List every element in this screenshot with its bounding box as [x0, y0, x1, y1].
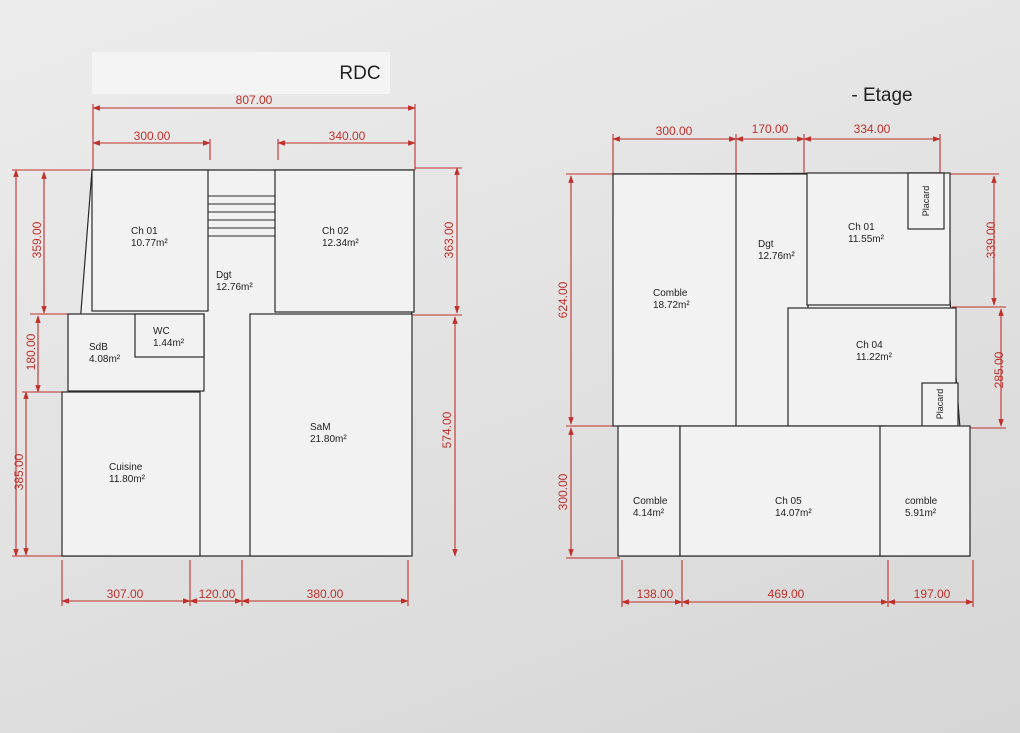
room-area: 14.07m²	[775, 508, 812, 519]
room-name: Dgt	[216, 270, 232, 281]
rdc-dim-bottom-2: 120.00	[199, 587, 236, 601]
etage-room-ch05	[679, 425, 885, 557]
room-area: 10.77m²	[131, 238, 168, 249]
rdc-room-wc	[134, 313, 205, 358]
room-area: 11.80m²	[109, 474, 146, 485]
rdc-room-labels: Ch 01 10.77m² Ch 02 12.34m² Dgt 12.76m² …	[89, 226, 359, 485]
etage-dim-bottom-3: 197.00	[914, 587, 951, 601]
etage-dim-bottom-2: 469.00	[768, 587, 805, 601]
room-area: 12.76m²	[216, 282, 253, 293]
etage-dim-left-2: 300.00	[556, 473, 570, 510]
etage-dim-right-2: 285.00	[992, 351, 1006, 388]
rdc-dim-right-2: 574.00	[440, 411, 454, 448]
rdc-dim-top-right: 340.00	[329, 129, 366, 143]
room-name: Comble	[633, 496, 668, 507]
rdc-room-ch01	[91, 169, 209, 312]
placard-label: Placard	[935, 389, 945, 420]
etage-room-labels: Comble 18.72m² Dgt 12.76m² Ch 01 11.55m²…	[633, 186, 945, 519]
room-area: 11.22m²	[856, 352, 893, 363]
room-area: 1.44m²	[153, 338, 185, 349]
room-area: 11.55m²	[848, 234, 885, 245]
room-name: Ch 05	[775, 496, 802, 507]
room-area: 12.34m²	[322, 238, 359, 249]
plan-rdc-title: RDC	[339, 63, 380, 84]
etage-dim-left-1: 624.00	[556, 281, 570, 318]
rdc-dim-top-left: 300.00	[134, 129, 171, 143]
rdc-dim-left-1: 359.00	[30, 221, 44, 258]
etage-room-comble-1	[612, 173, 746, 427]
room-name: Ch 02	[322, 226, 349, 237]
rdc-dimension-lines	[12, 104, 462, 606]
room-area: 21.80m²	[310, 434, 347, 445]
room-name: SaM	[310, 422, 331, 433]
etage-room-comble-3	[879, 425, 971, 557]
rdc-dim-left-2: 180.00	[24, 333, 38, 370]
rdc-stairs	[208, 195, 275, 237]
placard-label: Placard	[921, 186, 931, 217]
room-area: 12.76m²	[758, 251, 795, 262]
room-name: Dgt	[758, 239, 774, 250]
room-name: Ch 04	[856, 340, 883, 351]
plan-etage: - Etage	[556, 85, 1006, 607]
plan-etage-title: - Etage	[851, 85, 912, 106]
room-name: WC	[153, 326, 170, 337]
room-name: Cuisine	[109, 462, 143, 473]
etage-placard-2	[921, 382, 959, 427]
rdc-dim-left-3: 385.00	[12, 453, 26, 490]
rdc-room-cuisine	[61, 391, 201, 557]
etage-dimension-lines	[566, 134, 1006, 607]
rdc-dim-total: 807.00	[236, 93, 273, 107]
room-area: 4.08m²	[89, 354, 121, 365]
room-area: 5.91m²	[905, 508, 937, 519]
room-area: 18.72m²	[653, 300, 690, 311]
room-name: Ch 01	[848, 222, 875, 233]
etage-dim-bottom-1: 138.00	[637, 587, 674, 601]
etage-room-comble-2	[617, 425, 681, 557]
rdc-dim-bottom-3: 380.00	[307, 587, 344, 601]
etage-dimension-labels: 300.00 170.00 334.00 624.00 300.00 339.0…	[556, 122, 1006, 601]
etage-walls	[612, 172, 971, 557]
etage-placard-1	[907, 172, 945, 230]
etage-dim-top-2: 170.00	[752, 122, 789, 136]
room-name: comble	[905, 496, 938, 507]
rdc-dimension-labels: 807.00 300.00 340.00 359.00 180.00 385.0…	[12, 93, 456, 601]
rdc-room-sam	[249, 313, 413, 557]
room-name: Ch 01	[131, 226, 158, 237]
room-name: Comble	[653, 288, 688, 299]
room-name: SdB	[89, 342, 108, 353]
etage-dim-right-1: 339.00	[984, 221, 998, 258]
room-area: 4.14m²	[633, 508, 665, 519]
rdc-dim-bottom-1: 307.00	[107, 587, 144, 601]
title-box	[92, 52, 390, 94]
rdc-room-ch02	[274, 169, 415, 313]
etage-dim-top-1: 300.00	[656, 124, 693, 138]
plan-rdc: RDC	[12, 63, 462, 606]
rdc-dim-right-1: 363.00	[442, 221, 456, 258]
etage-dim-top-3: 334.00	[854, 122, 891, 136]
rdc-walls	[61, 169, 415, 557]
